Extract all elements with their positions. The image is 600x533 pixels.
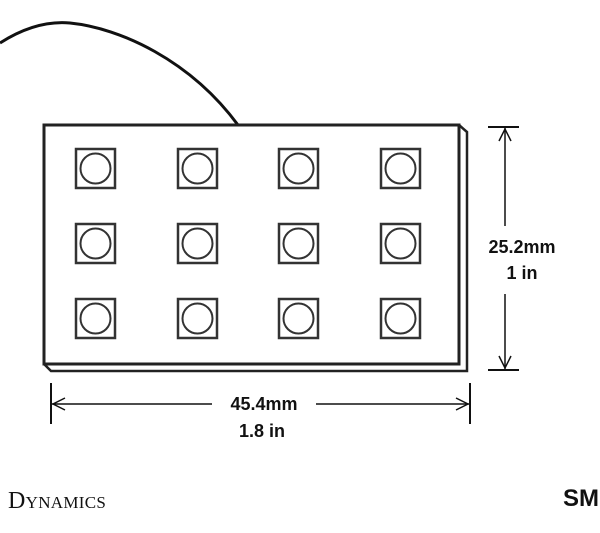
width-dimension: 45.4mm 1.8 in [50,383,471,441]
width-metric: 45.4mm [230,394,297,414]
led [379,222,422,265]
arrow-up-icon [498,127,512,142]
led-housing [74,297,117,340]
led-housing [74,222,117,265]
led-housing [74,147,117,190]
height-dimension: 25.2mm 1 in [488,126,556,371]
led-housing [379,297,422,340]
led-lens [384,152,417,185]
led [176,147,219,190]
led [277,222,320,265]
led-lens [181,227,214,260]
led [74,222,117,265]
led-housing [176,297,219,340]
led [176,297,219,340]
led-housing [176,147,219,190]
led [379,297,422,340]
led-lens [384,302,417,335]
led [74,297,117,340]
led-grid [74,147,422,340]
arrow-left-icon [51,397,66,411]
board-edge [43,124,469,373]
led-lens [282,302,315,335]
led-housing [379,147,422,190]
led-housing [379,222,422,265]
led [277,297,320,340]
led-lens [181,152,214,185]
cable [0,21,240,126]
width-imperial: 1.8 in [239,421,285,441]
led [277,147,320,190]
led-housing [277,297,320,340]
led-lens [282,152,315,185]
led-housing [277,222,320,265]
brand-text: Dynamics [8,488,106,514]
model-text: SM [563,485,599,512]
arrow-right-icon [455,397,470,411]
led-housing [176,222,219,265]
led-lens [79,302,112,335]
led [74,147,117,190]
led-lens [79,152,112,185]
led [176,222,219,265]
height-imperial: 1 in [506,263,537,283]
height-metric: 25.2mm [488,237,555,257]
arrow-down-icon [498,355,512,370]
led [379,147,422,190]
led-lens [79,227,112,260]
led-lens [282,227,315,260]
led-lens [384,227,417,260]
led-lens [181,302,214,335]
led-housing [277,147,320,190]
